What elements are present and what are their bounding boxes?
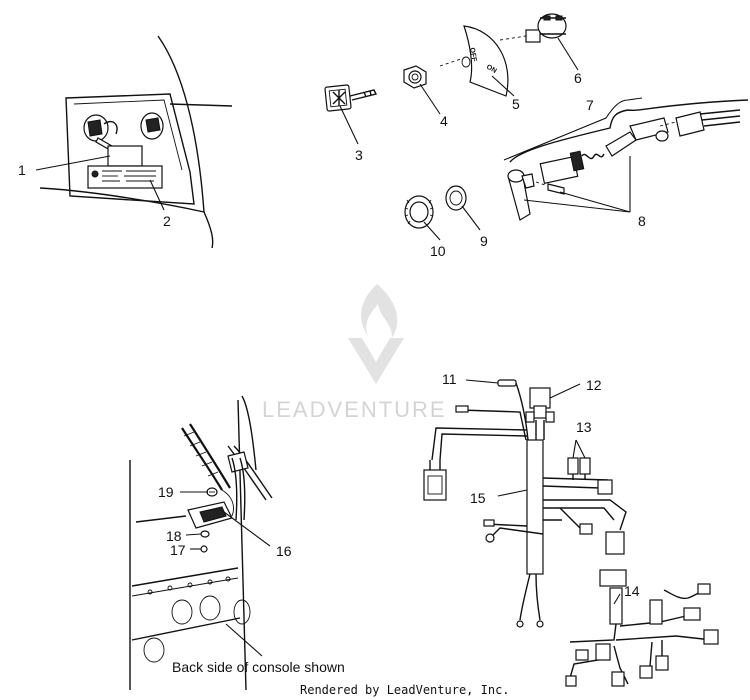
bezel-10 xyxy=(404,195,434,229)
callout-19: 19 xyxy=(158,484,174,500)
nut-4 xyxy=(403,65,427,89)
console-back xyxy=(129,395,273,691)
screw-19 xyxy=(206,487,218,497)
switch-on-label: ON xyxy=(485,64,498,75)
callout-13: 13 xyxy=(576,419,592,435)
switch-off-label: OFF xyxy=(468,47,477,63)
callout-12: 12 xyxy=(586,377,602,393)
switch-plate-5: OFF ON xyxy=(439,25,509,97)
callout-10: 10 xyxy=(430,243,446,259)
callout-8: 8 xyxy=(638,213,646,229)
nut-18 xyxy=(200,530,210,538)
wiring-harness xyxy=(423,379,719,687)
callouts: 1 2 3 4 5 6 7 8 9 10 11 12 13 14 15 16 1… xyxy=(18,70,646,599)
watermark: LEADVENTURE xyxy=(262,284,447,422)
decal-1 xyxy=(107,145,143,167)
watermark-text: LEADVENTURE xyxy=(262,397,447,422)
decal-2 xyxy=(87,165,163,189)
choke-knob xyxy=(140,112,164,140)
washer-9 xyxy=(445,185,467,211)
ignition-key xyxy=(324,84,378,112)
watermark-flame-icon xyxy=(361,284,398,338)
callout-17: 17 xyxy=(170,542,186,558)
console-caption: Back side of console shown xyxy=(172,659,345,675)
callout-7: 7 xyxy=(586,97,594,113)
ignition-switch-6 xyxy=(499,13,567,43)
console-assembly xyxy=(39,35,233,249)
callout-9: 9 xyxy=(480,233,488,249)
callout-14: 14 xyxy=(624,583,640,599)
callout-1: 1 xyxy=(18,162,26,178)
callout-11: 11 xyxy=(442,371,457,387)
callout-4: 4 xyxy=(440,113,448,129)
screw-17 xyxy=(200,545,208,553)
callout-16: 16 xyxy=(276,543,292,559)
leader-lines xyxy=(35,37,643,657)
watermark-v-icon xyxy=(348,338,404,384)
callout-2: 2 xyxy=(163,213,171,229)
callout-15: 15 xyxy=(470,490,486,506)
callout-18: 18 xyxy=(166,528,182,544)
callout-5: 5 xyxy=(512,96,520,112)
handle-assembly-7 xyxy=(507,99,749,221)
key-switch xyxy=(83,114,118,151)
callout-3: 3 xyxy=(355,147,363,163)
clamp-16 xyxy=(187,489,234,529)
footer-credit: Rendered by LeadVenture, Inc. xyxy=(300,683,510,697)
callout-6: 6 xyxy=(574,70,582,86)
